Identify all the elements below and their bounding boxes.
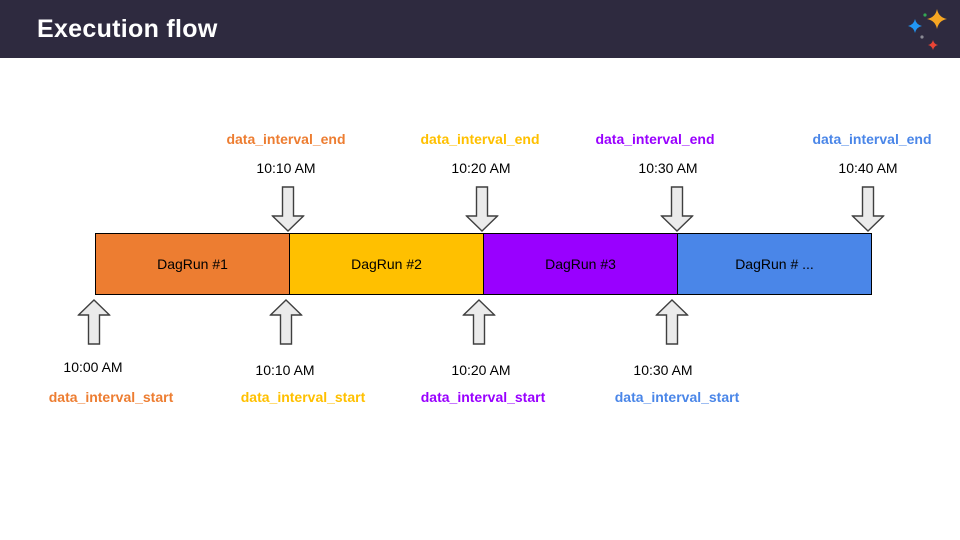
interval-end-time-1: 10:10 AM <box>256 160 316 176</box>
down-arrow-icon <box>851 186 885 232</box>
interval-end-time-4: 10:40 AM <box>838 160 898 176</box>
down-arrow-shape <box>851 186 885 232</box>
down-arrow-icon <box>660 186 694 232</box>
interval-start-time-1: 10:00 AM <box>63 359 123 375</box>
timeline-bar: DagRun #1 DagRun #2 DagRun #3 DagRun # .… <box>95 233 872 295</box>
up-arrow-shape <box>77 299 111 345</box>
interval-start-time-2: 10:10 AM <box>255 362 315 378</box>
data-interval-start-label-2: data_interval_start <box>240 389 366 405</box>
up-arrow-icon <box>77 299 111 345</box>
data-interval-end-label-3: data_interval_end <box>595 131 715 147</box>
sparkle-red <box>928 40 938 50</box>
interval-start-time-4: 10:30 AM <box>633 362 693 378</box>
data-interval-start-label-4: data_interval_start <box>614 389 740 405</box>
up-arrow-shape <box>655 299 689 345</box>
up-arrow-shape <box>462 299 496 345</box>
data-interval-start-label-1: data_interval_start <box>48 389 174 405</box>
data-interval-end-label-4: data_interval_end <box>812 131 932 147</box>
up-arrow-icon <box>462 299 496 345</box>
data-interval-end-label-1: data_interval_end <box>226 131 346 147</box>
interval-end-time-3: 10:30 AM <box>638 160 698 176</box>
interval-start-time-3: 10:20 AM <box>451 362 511 378</box>
sparkle-blue <box>908 19 922 33</box>
page-title: Execution flow <box>37 14 218 43</box>
dagrun-segment-3: DagRun #3 <box>483 234 677 294</box>
dagrun-segment-1: DagRun #1 <box>96 234 289 294</box>
header-bar: Execution flow <box>0 0 960 58</box>
sparkle-large <box>927 9 947 29</box>
up-arrow-icon <box>269 299 303 345</box>
up-arrow-shape <box>269 299 303 345</box>
down-arrow-shape <box>271 186 305 232</box>
dagrun-segment-4: DagRun # ... <box>677 234 871 294</box>
down-arrow-shape <box>660 186 694 232</box>
down-arrow-icon <box>271 186 305 232</box>
data-interval-start-label-3: data_interval_start <box>420 389 546 405</box>
down-arrow-icon <box>465 186 499 232</box>
up-arrow-icon <box>655 299 689 345</box>
sparkle-dot-gray <box>920 35 924 39</box>
down-arrow-shape <box>465 186 499 232</box>
interval-end-time-2: 10:20 AM <box>451 160 511 176</box>
dagrun-segment-2: DagRun #2 <box>289 234 483 294</box>
sparkle-dot-green <box>923 13 927 17</box>
data-interval-end-label-2: data_interval_end <box>420 131 540 147</box>
sparkles-logo-icon <box>908 9 947 50</box>
